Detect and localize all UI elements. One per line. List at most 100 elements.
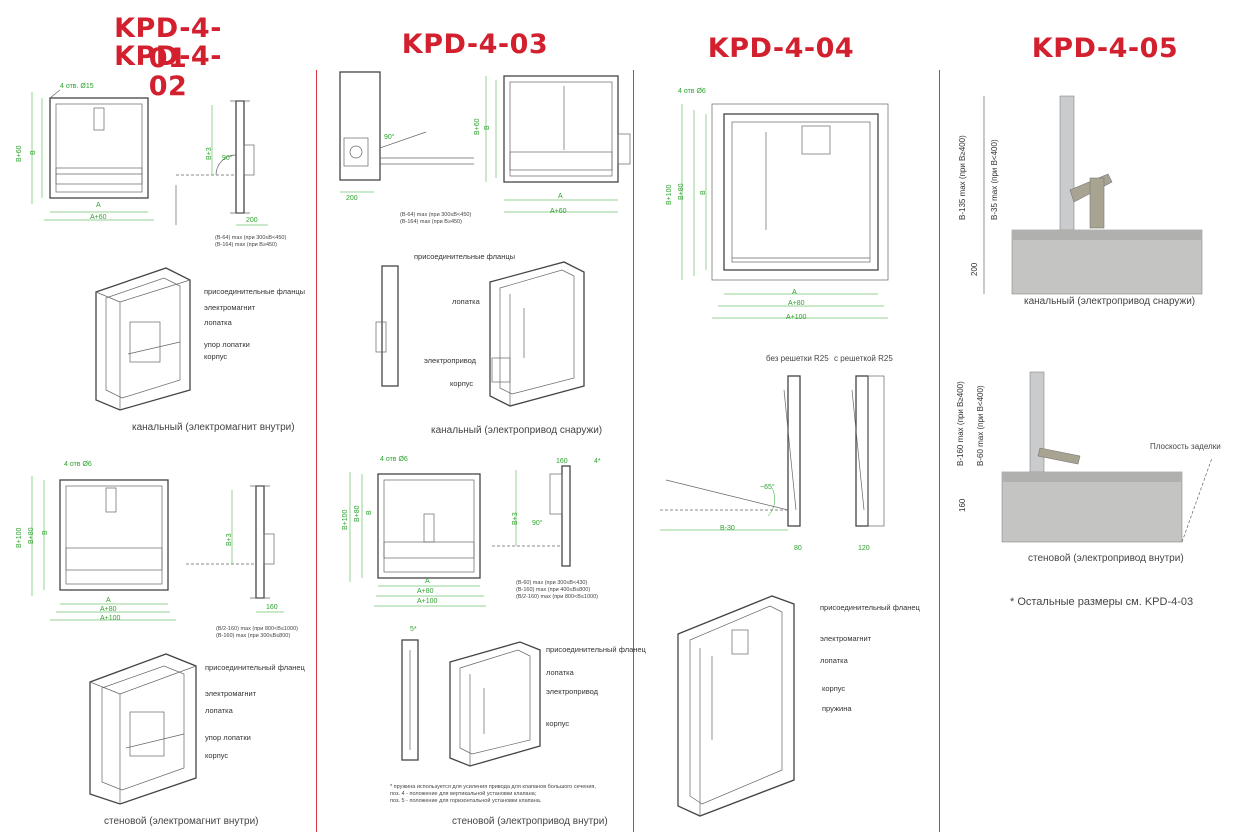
label-with-grid: с решеткой R25: [834, 354, 893, 363]
label-flanges: присоединительные фланцы: [414, 252, 516, 261]
label-actuator: электропривод: [546, 687, 599, 696]
dim-a: A: [558, 193, 563, 200]
note-dim: (B-64) max (при 300≤B<450)(B-164) max (п…: [215, 235, 286, 249]
kpd-01-channel-iso: [95, 267, 191, 411]
kpd-03-wall-front-drawing: [349, 472, 486, 607]
dim-five: 5*: [410, 626, 417, 633]
label-electromagnet: электромагнит: [204, 303, 256, 312]
label-embed-plane: Плоскость заделки: [1150, 442, 1221, 451]
note-line: (B-164) max (при B≥450): [400, 219, 462, 225]
note-other-dims: * Остальные размеры см. KPD-4-03: [1010, 596, 1194, 608]
kpd-03-wall-side-drawing: [492, 465, 571, 567]
kpd-04-front-drawing: [681, 103, 889, 319]
column-separator: [633, 70, 634, 832]
kpd-05-wall-render: [1001, 371, 1213, 543]
kpd-01-side-drawing: [175, 100, 268, 226]
note-line: (B-164) max (при B≥450): [215, 242, 277, 248]
dim-a80: A+80: [417, 588, 434, 595]
dim-b3: B+3: [512, 512, 519, 525]
kpd-01-wall-front-drawing: [31, 476, 176, 621]
dim-a: A: [106, 597, 111, 604]
note-line: (B/2-160) max (при 800<B≤1000): [216, 626, 298, 632]
dim-b: B: [30, 150, 37, 155]
label-electromagnet: электромагнит: [205, 689, 257, 698]
dim-b: B: [366, 510, 373, 515]
dim-b80: B+80: [354, 505, 361, 522]
dim-b60: B+60: [474, 118, 481, 135]
dim-200: 200: [970, 262, 979, 276]
title-kpd-4-05: KPD-4-05: [1031, 33, 1179, 64]
label-body: корпус: [204, 352, 228, 361]
dim-holes: 4 отв Ø6: [64, 461, 92, 468]
kpd-01-wall-iso: [89, 653, 197, 805]
dim-angle: 90°: [222, 155, 233, 162]
dim-b60: B+60: [16, 145, 23, 162]
title-kpd-4-01: KPD-4-01: [114, 13, 222, 74]
kpd-03-front-drawing: [485, 75, 631, 213]
note-line: (B-60) max (при 300≤B<430): [516, 580, 588, 586]
label-no-grid: без решетки R25: [766, 354, 829, 363]
dim-a100: A+100: [786, 314, 807, 321]
label-blade: лопатка: [204, 318, 232, 327]
kpd-03-side-drawing: [339, 71, 474, 193]
kpd-03-wall-side-small: [401, 639, 419, 761]
dim-a80: A+80: [788, 300, 805, 307]
dim-holes: 4 отв. Ø15: [60, 83, 94, 90]
label-blade: лопатка: [820, 656, 848, 665]
label-blade-stop: упор лопатки: [205, 733, 251, 742]
label-actuator: электропривод: [424, 356, 477, 365]
dim-80: 80: [794, 545, 802, 552]
note-line: поз. 5 - положение для горизонтальной ус…: [390, 798, 542, 804]
dim-angle: 90°: [532, 520, 543, 527]
note-line: (B-64) max (при 300≤B<450): [215, 235, 287, 241]
dim-160: 160: [266, 604, 278, 611]
footnote: * пружина используется для усиления прив…: [390, 784, 596, 805]
kpd-04-side-drawings: [660, 375, 885, 531]
dim-k05-mid: B-160 max (при B≥400): [956, 381, 965, 466]
dim-b3: B+3: [226, 533, 233, 546]
kpd-01-front-drawing: [31, 89, 154, 221]
dim-a100: A+100: [100, 615, 121, 622]
dim-120: 120: [858, 545, 870, 552]
label-body: корпус: [450, 379, 474, 388]
label-flange: присоединительный фланец: [205, 663, 305, 672]
dim-a: A: [792, 289, 797, 296]
dim-k05-top2: B-35 max (при B<400): [990, 139, 999, 220]
note-line: поз. 4 - положение для вертикальной уста…: [390, 791, 537, 797]
dim-b100: B+100: [666, 184, 673, 205]
note-line: (B-160) max (при 300≤B≤800): [216, 633, 291, 639]
note-dim: (B-60) max (при 300≤B<430)(B-160) max (п…: [516, 580, 598, 601]
dim-b80: B+80: [28, 527, 35, 544]
dim-b: B: [42, 530, 49, 535]
dim-holes: 4 отв Ø6: [678, 88, 706, 95]
label-blade: лопатка: [546, 668, 574, 677]
dim-b100: B+100: [342, 509, 349, 530]
kpd-03-wall-iso: [449, 641, 541, 767]
dim-b: B: [700, 190, 707, 195]
dim-200: 200: [346, 195, 358, 202]
column-separator: [316, 70, 317, 832]
dim-160: 160: [958, 498, 967, 512]
kpd-01-wall-side-drawing: [186, 485, 284, 613]
label-body: корпус: [822, 684, 846, 693]
dim-a100: A+100: [417, 598, 438, 605]
caption-wall: стеновой (электромагнит внутри): [104, 816, 259, 827]
note-dim: (B-64) max (при 300≤B<450)(B-164) max (п…: [400, 212, 471, 226]
dim-b30: B-30: [720, 525, 735, 532]
dim-a80: A+80: [100, 606, 117, 613]
kpd-05-channel-render: [983, 95, 1203, 295]
dim-angle: ~65°: [760, 484, 775, 491]
dim-a60: A+60: [550, 208, 567, 215]
label-blade: лопатка: [452, 297, 480, 306]
note-line: (B/2-160) max (при 800<B≤1000): [516, 594, 598, 600]
column-separator: [939, 70, 940, 832]
kpd-04-wall-iso: [677, 595, 795, 817]
dim-a: A: [425, 578, 430, 585]
title-kpd-4-02: KPD-4-02: [114, 41, 222, 102]
dim-b: B: [484, 125, 491, 130]
label-body: корпус: [546, 719, 570, 728]
dim-b100: B+100: [16, 527, 23, 548]
caption-channel: канальный (электропривод снаружи): [431, 425, 603, 436]
dim-star: 4*: [594, 458, 601, 465]
label-flanges: присоединительные фланцы: [204, 287, 306, 296]
